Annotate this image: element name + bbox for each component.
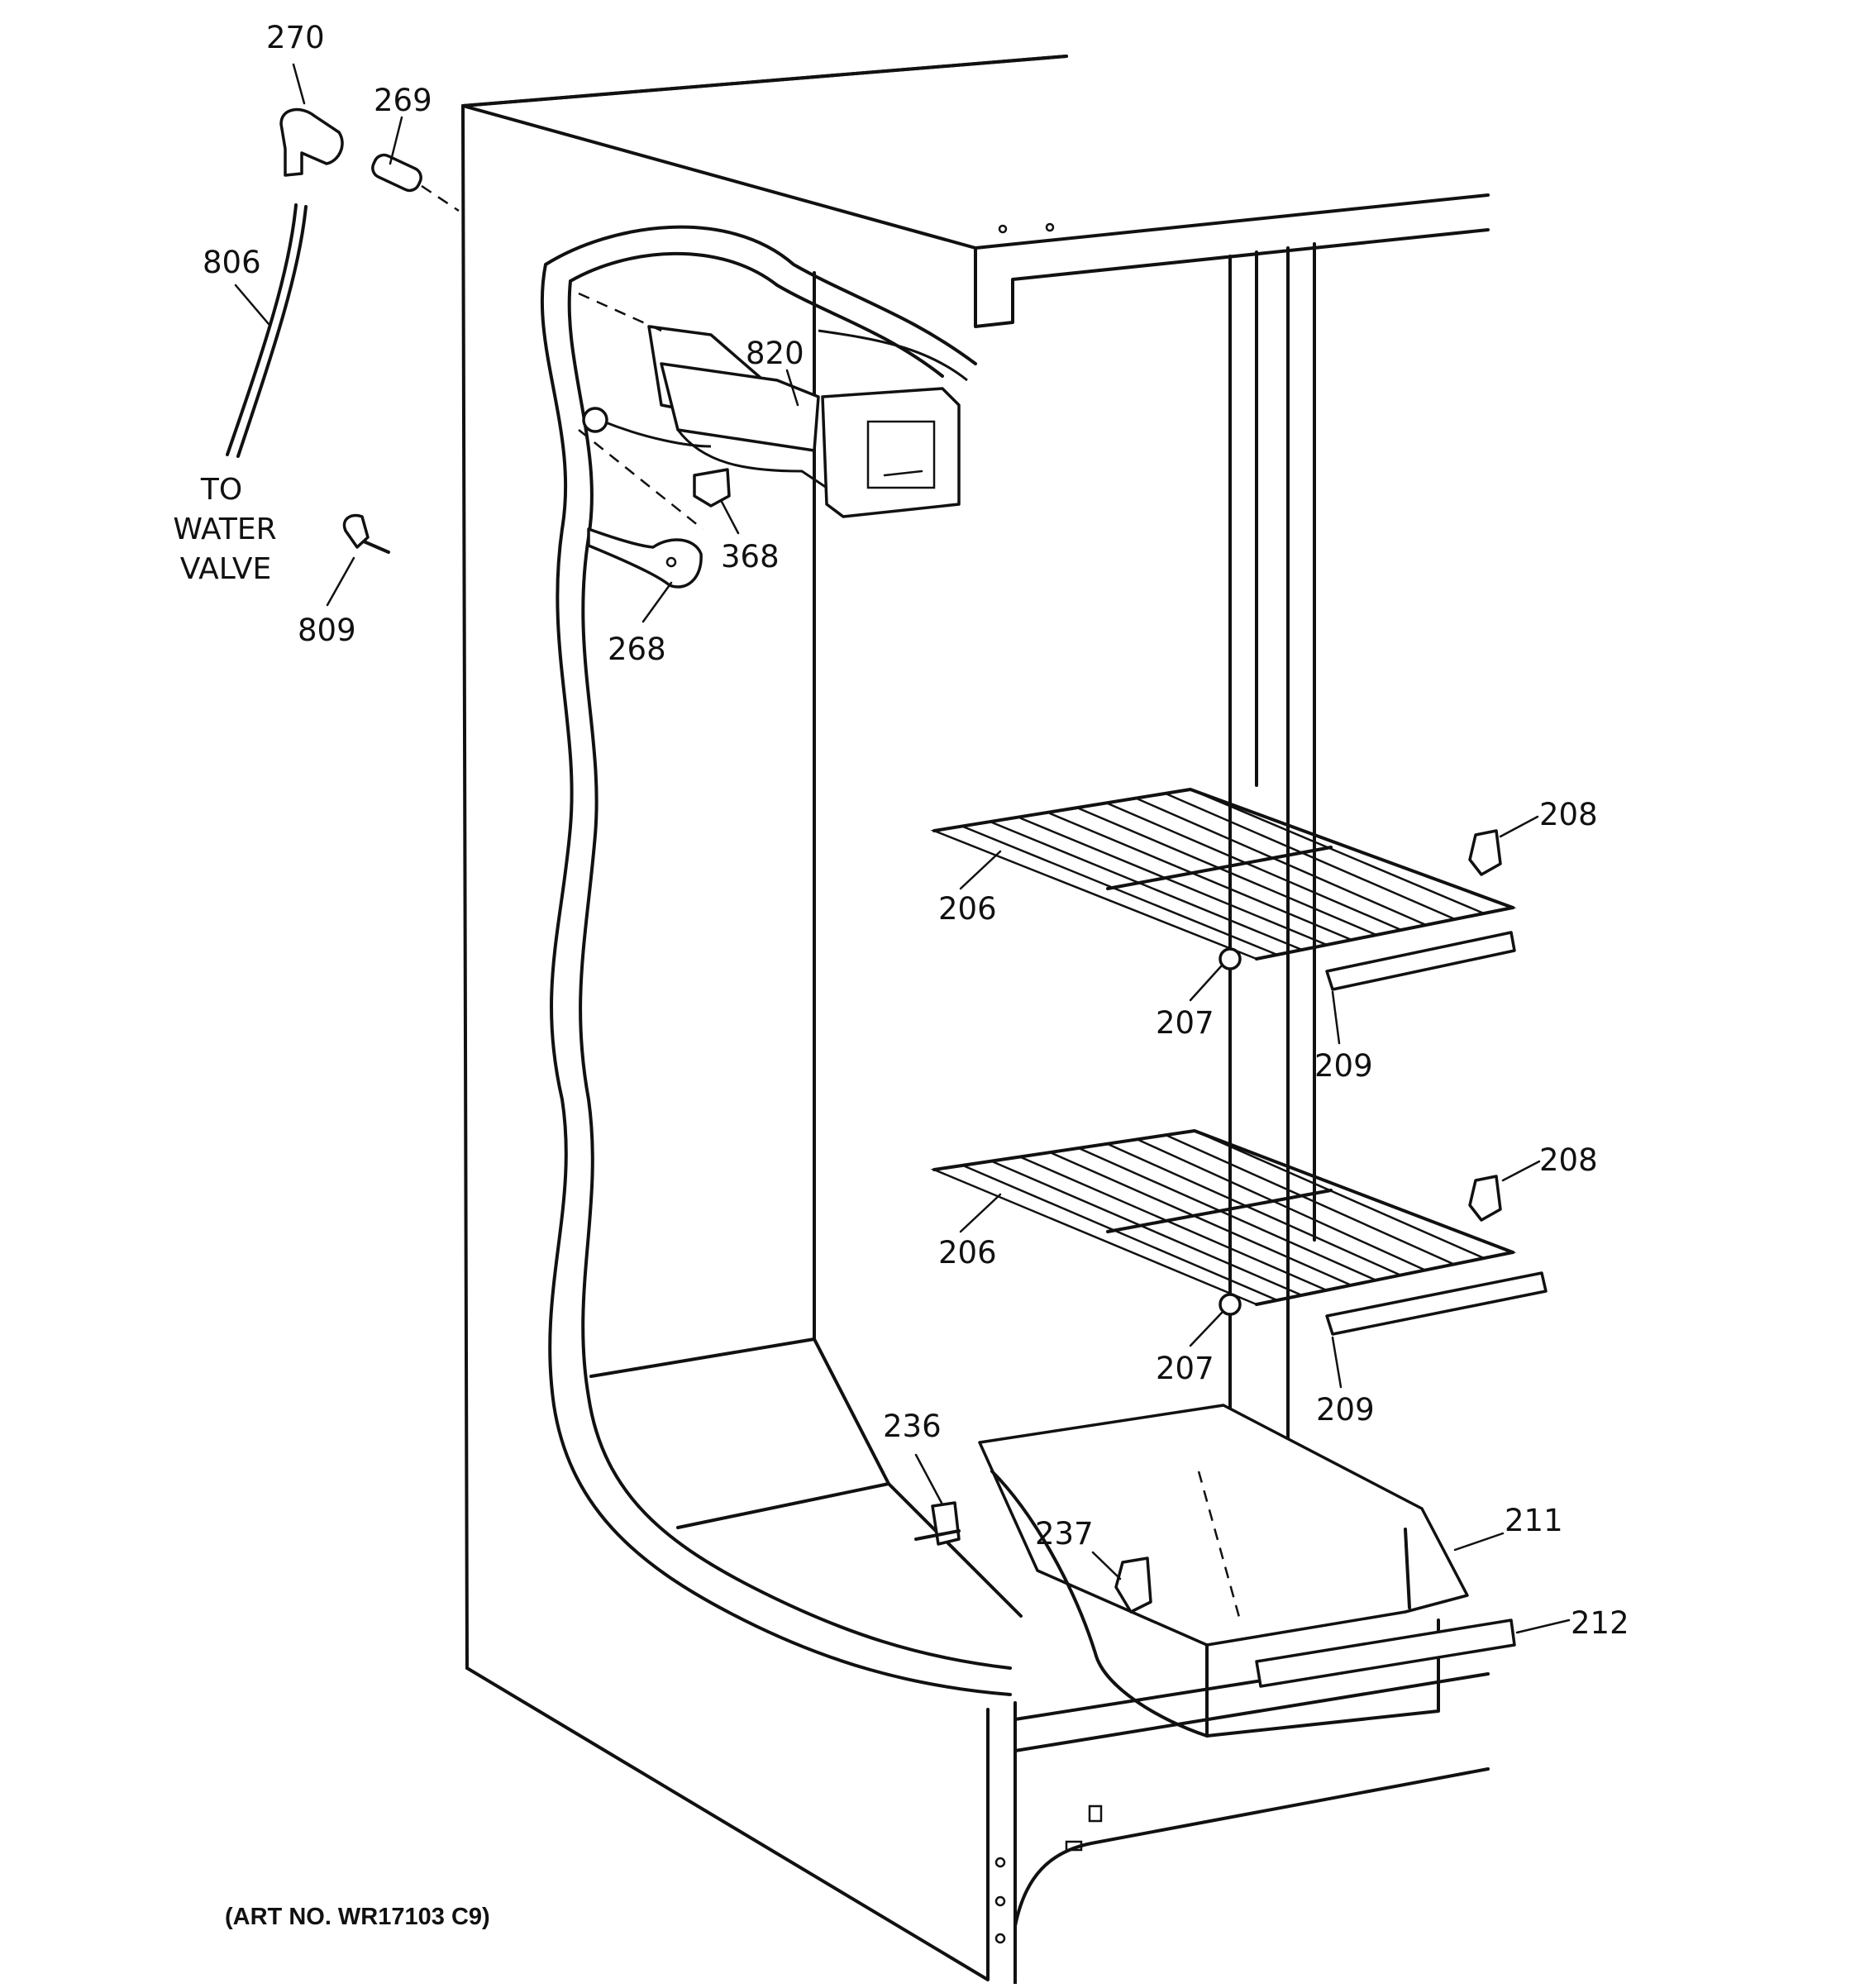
- callout-237: 237: [1035, 1516, 1094, 1552]
- callout-368: 368: [721, 539, 780, 574]
- water-valve-note: TO WATER VALVE: [173, 473, 276, 586]
- callout-806: 806: [203, 245, 261, 280]
- cabinet-outline: [461, 55, 1490, 1986]
- shelf-lower: [930, 1129, 1517, 1306]
- callout-269: 269: [374, 83, 432, 118]
- shelf-trim-209-upper: [1325, 931, 1516, 991]
- callout-270: 270: [266, 20, 325, 55]
- note-line-1: TO: [200, 473, 242, 507]
- basket-211: [978, 1404, 1469, 1738]
- basket-support-237: [1114, 1557, 1152, 1614]
- shelf-trim-209-lower: [1325, 1271, 1548, 1336]
- note-line-2: WATER: [173, 512, 276, 546]
- shelf-bracket-208-upper: [1468, 829, 1502, 876]
- callout-820: 820: [746, 336, 804, 371]
- shelf-support-207-lower: [1219, 1293, 1242, 1316]
- art-number: (ART NO. WR17103 C9): [225, 1904, 490, 1930]
- shelf-support-207-upper: [1219, 947, 1242, 970]
- callout-209-upper: 209: [1314, 1048, 1373, 1084]
- thermostat-268: [587, 527, 703, 589]
- callout-211: 211: [1505, 1503, 1563, 1538]
- bracket-368: [693, 468, 731, 508]
- water-tube-806: [226, 203, 298, 456]
- basket-support-236: [914, 1501, 961, 1546]
- callout-labels: 270 269 806 809 820 368 268 206 206 207 …: [203, 20, 1629, 1641]
- callout-208-lower: 208: [1539, 1142, 1598, 1178]
- ice-maker: [578, 292, 968, 530]
- callout-208-upper: 208: [1539, 797, 1598, 832]
- fitting-sleeve-269: [371, 153, 422, 193]
- shelf-upper: [930, 788, 1517, 961]
- basket-trim-212: [1255, 1619, 1516, 1688]
- water-fitting-270: [279, 107, 344, 177]
- callout-207-upper: 207: [1156, 1005, 1214, 1041]
- leader-lines: [234, 63, 1571, 1634]
- callout-209-lower: 209: [1316, 1392, 1375, 1428]
- callout-268: 268: [608, 632, 666, 667]
- callout-236: 236: [883, 1409, 942, 1444]
- callout-207-lower: 207: [1156, 1351, 1214, 1386]
- callout-809: 809: [298, 613, 356, 648]
- note-line-3: VALVE: [180, 552, 271, 586]
- callout-212: 212: [1571, 1605, 1629, 1641]
- callout-206-lower: 206: [938, 1235, 997, 1271]
- callout-206-upper: 206: [938, 891, 997, 927]
- shelf-bracket-208-lower: [1468, 1175, 1502, 1222]
- clip-809: [342, 513, 390, 554]
